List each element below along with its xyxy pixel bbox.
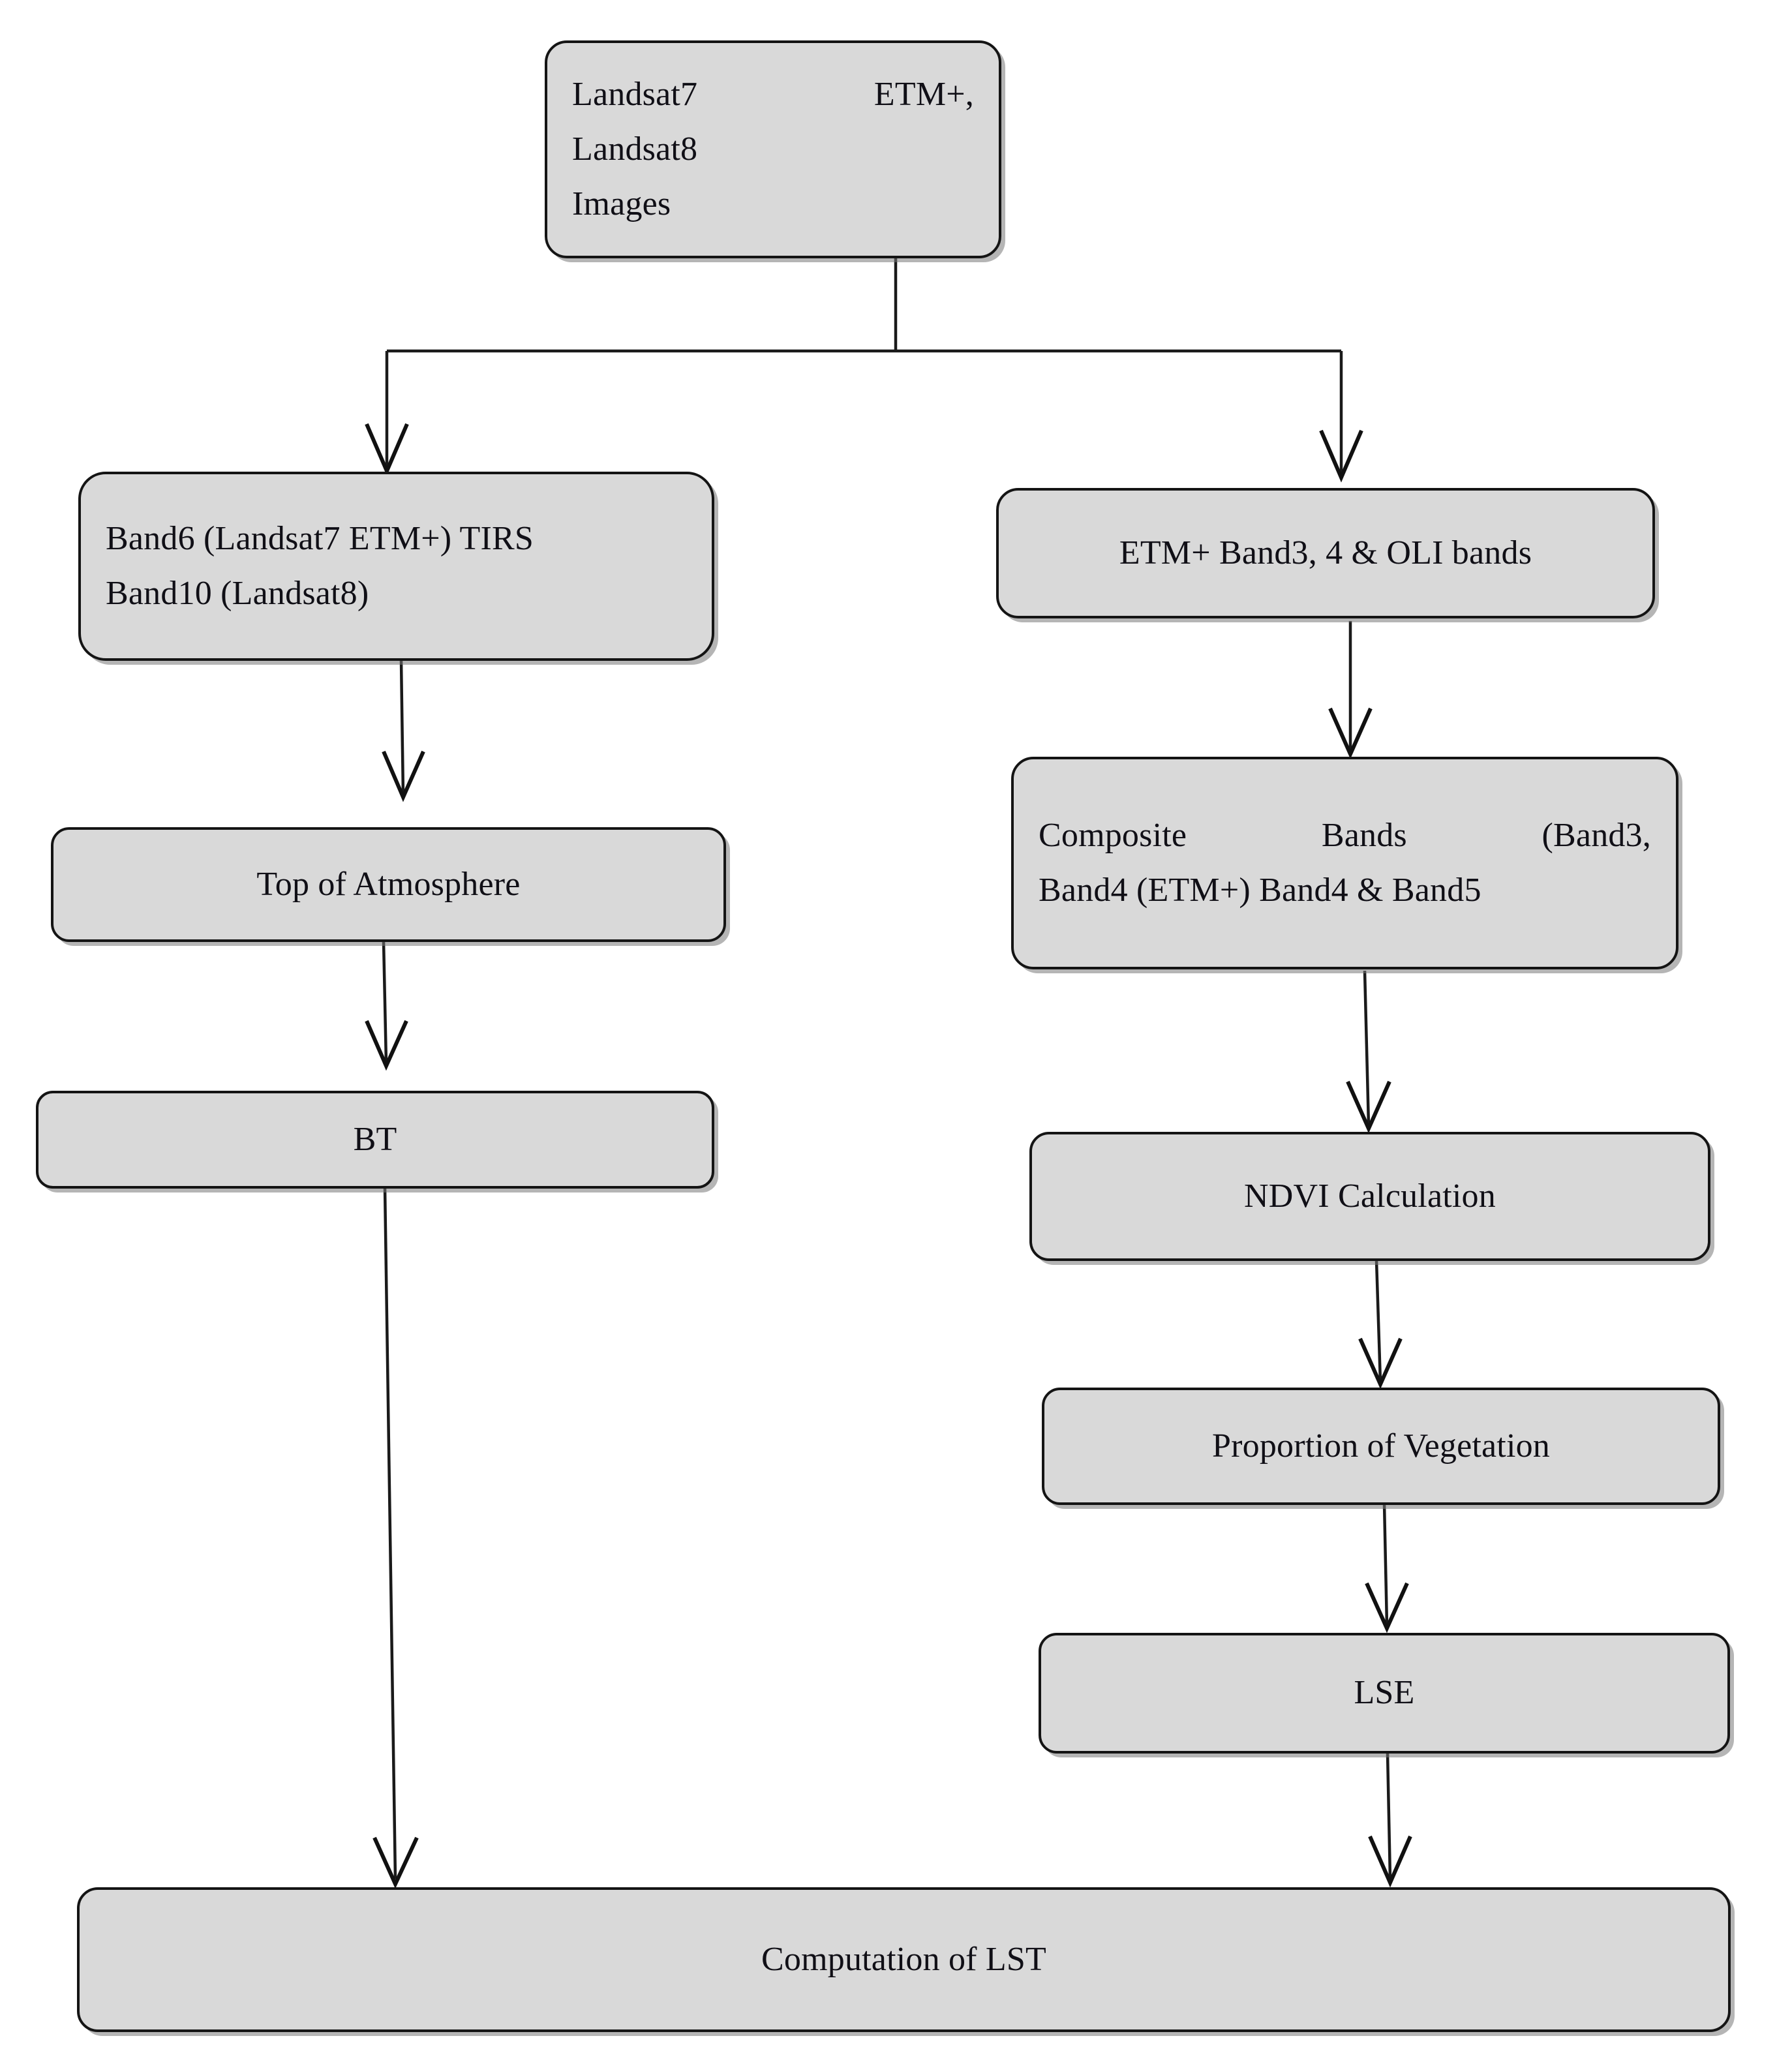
arrowhead-to-lst-left [372,1836,419,1889]
node-proportion-of-vegetation[interactable]: Proportion of Vegetation [1042,1388,1720,1505]
node-brightness-temperature-label: BT [353,1120,397,1158]
node-landsat-images-line1: Landsat7 ETM+, Landsat8 [572,75,1017,168]
node-optical-bands[interactable]: ETM+ Band3, 4 & OLI bands [996,488,1655,618]
node-thermal-bands-line2: Band10 (Landsat8) [106,575,369,612]
node-top-of-atmosphere-label: Top of Atmosphere [256,865,521,903]
edge-toa-to-bt [382,941,388,1064]
arrowhead-to-toa [382,750,425,802]
arrowhead-to-optical-bands [1319,429,1363,483]
node-composite-bands-text: Composite Bands (Band3, Band4 (ETM+) Band… [1014,808,1676,918]
edge-bt-to-lst [383,1187,397,1879]
node-composite-bands-line2: Band4 (ETM+) Band4 & Band5 [1039,872,1481,909]
edge-pov-to-lse [1382,1503,1389,1626]
edge-lse-to-lst [1386,1753,1392,1879]
arrowhead-to-ndvi [1346,1080,1391,1134]
node-land-surface-emissivity-label: LSE [1354,1674,1415,1712]
edge-thermal-to-toa [399,660,405,795]
node-top-of-atmosphere[interactable]: Top of Atmosphere [51,827,726,942]
node-computation-of-lst[interactable]: Computation of LST [77,1887,1731,2032]
node-brightness-temperature[interactable]: BT [36,1091,714,1189]
node-thermal-bands-line1: Band6 (Landsat7 ETM+) TIRS [106,519,534,557]
node-thermal-bands[interactable]: Band6 (Landsat7 ETM+) TIRS Band10 (Landsa… [78,472,714,661]
node-composite-bands[interactable]: Composite Bands (Band3, Band4 (ETM+) Band… [1011,757,1678,969]
node-ndvi-calculation-label: NDVI Calculation [1244,1177,1496,1215]
node-composite-bands-line1: Composite Bands (Band3, [1039,816,1651,854]
edge-ndvi-to-pov [1374,1260,1382,1382]
node-proportion-of-vegetation-label: Proportion of Vegetation [1212,1427,1550,1465]
node-computation-of-lst-label: Computation of LST [761,1940,1046,1978]
arrowhead-to-bt [365,1020,408,1071]
edge-composite-to-ndvi [1363,970,1371,1127]
node-optical-bands-label: ETM+ Band3, 4 & OLI bands [1119,534,1532,571]
arrowhead-to-composite [1328,707,1373,759]
node-ndvi-calculation[interactable]: NDVI Calculation [1029,1132,1710,1261]
arrowhead-to-lst-right [1368,1835,1412,1888]
node-thermal-bands-text: Band6 (Landsat7 ETM+) TIRS Band10 (Landsa… [81,511,712,621]
node-landsat-images-line2: Images [572,185,671,223]
arrowhead-to-lse [1365,1582,1409,1633]
node-land-surface-emissivity[interactable]: LSE [1039,1633,1730,1754]
arrowhead-to-pov [1358,1337,1403,1390]
arrowhead-to-thermal-bands [365,423,409,476]
